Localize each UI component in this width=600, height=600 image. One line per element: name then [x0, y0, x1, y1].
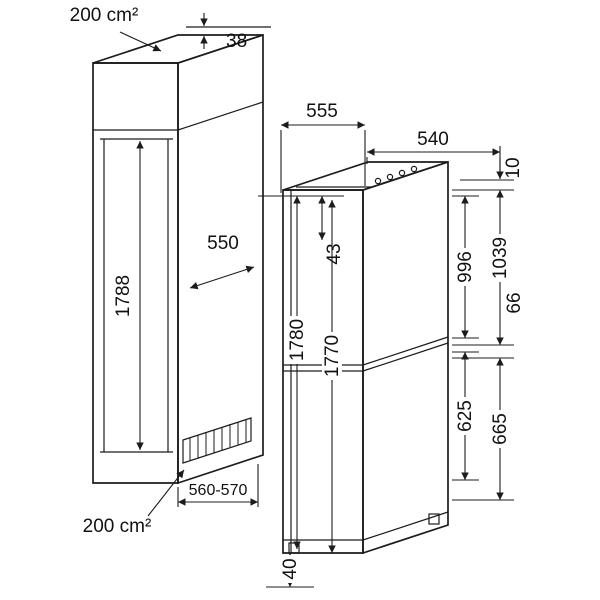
dim-base-clearance-label: 40	[280, 558, 301, 579]
appliance-drawing	[282, 160, 449, 555]
vent-top-callout: 200 cm²	[70, 5, 162, 52]
dim-depth: 540	[367, 129, 500, 156]
dim-door-gap: 66	[504, 292, 525, 313]
dim-lower-door-label: 625	[455, 400, 476, 432]
cabinet-front-face	[92, 62, 179, 484]
grille-hatch	[189, 419, 247, 461]
dim-overall-height-label: 1780	[287, 319, 308, 361]
dim-top-gap: 38	[200, 13, 247, 52]
dim-depth-label: 540	[417, 129, 449, 150]
cabinet-drawing	[92, 26, 271, 485]
dim-width: 555	[281, 101, 365, 129]
dim-upper-section: 1039	[490, 190, 511, 345]
dim-top-gap-label: 38	[226, 31, 247, 52]
cabinet-dimensions: 1788 38 200 cm² 550 560-570 200 cm²	[70, 5, 259, 537]
dim-overall-height: 1780	[287, 196, 308, 549]
dim-door-gap-label: 66	[504, 292, 525, 313]
vent-top-leader	[119, 31, 162, 52]
appliance-side-face	[362, 160, 449, 555]
dim-niche-width: 560-570	[177, 464, 259, 507]
dim-lower-door: 625	[455, 352, 476, 480]
dim-appliance-height: 1770	[322, 200, 343, 553]
dim-lower-section: 665	[490, 358, 511, 500]
base-lines	[283, 511, 449, 541]
dim-upper-offset-label: 43	[324, 243, 345, 264]
appliance-foot-rear	[428, 513, 440, 525]
niche-opening	[100, 138, 173, 453]
dim-upper-section-label: 1039	[490, 237, 511, 279]
dim-niche-width-label: 560-570	[189, 482, 248, 499]
dim-top-clearance-label: 10	[503, 157, 524, 178]
dim-niche-depth-label: 550	[207, 233, 239, 254]
dim-top-clearance: 10	[496, 157, 524, 179]
dim-niche-depth: 550	[189, 233, 255, 290]
vent-bottom-leader	[147, 469, 185, 517]
dim-niche-height-label: 1788	[113, 275, 134, 317]
ventilation-grille	[182, 417, 252, 464]
dim-niche-depth-line	[189, 265, 255, 290]
dim-upper-door: 996	[455, 196, 476, 338]
control-panel-dots	[374, 165, 418, 185]
dim-niche-height: 1788	[113, 141, 144, 450]
dim-upper-door-label: 996	[455, 251, 476, 283]
cabinet-cornice-side	[177, 101, 264, 131]
vent-top-label: 200 cm²	[70, 5, 139, 26]
dim-width-label: 555	[306, 101, 338, 122]
vent-bottom-callout: 200 cm²	[83, 469, 185, 537]
dim-lower-section-label: 665	[490, 413, 511, 445]
dim-appliance-height-label: 1770	[322, 335, 343, 377]
dim-upper-offset: 43	[318, 196, 345, 271]
cabinet-side-face	[177, 33, 264, 485]
appliance-dimensions: 555 540 10 43 1780	[258, 101, 525, 588]
dim-base-clearance: 40	[280, 553, 301, 587]
vent-bottom-label: 200 cm²	[83, 516, 152, 537]
